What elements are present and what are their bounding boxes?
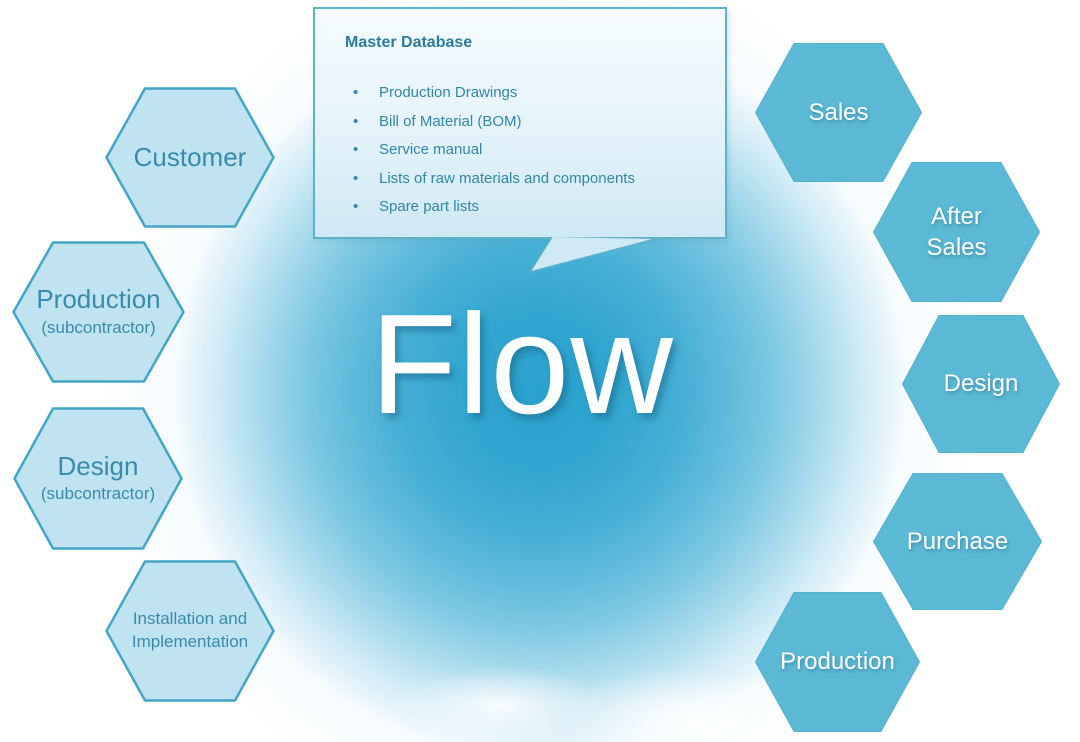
hexagon-label: Purchase [906, 527, 1009, 555]
hexagon-label: After Sales [926, 202, 987, 261]
bullet-icon: • [353, 112, 359, 130]
callout-item: • Lists of raw materials and components [353, 169, 709, 188]
hexagon-label-wrap: Production (subcontractor) [12, 241, 185, 383]
hexagon-label: Sales [808, 98, 869, 126]
hexagon-design: Design [902, 315, 1060, 453]
master-database-callout: Master Database • Production Drawings • … [313, 7, 727, 239]
callout-title: Master Database [345, 34, 473, 51]
hexagon-shape [755, 592, 920, 732]
hexagon-after-sales: After Sales [873, 162, 1040, 302]
hexagon-shape [902, 315, 1060, 453]
callout-item: • Production Drawings [353, 83, 709, 102]
hexagon-label-wrap: Installation and Implementation [105, 560, 275, 702]
callout-item: • Bill of Material (BOM) [353, 112, 709, 131]
callout-item-text: Production Drawings [379, 84, 518, 101]
callout-item-text: Service manual [379, 141, 483, 158]
hexagon-shape [105, 560, 275, 702]
bullet-icon: • [353, 198, 359, 215]
hexagon-label-wrap: Design [902, 315, 1060, 453]
callout-item-text: Lists of raw materials and components [379, 169, 635, 187]
callout-item: • Service manual [353, 140, 709, 159]
hexagon-production: Production [755, 592, 920, 732]
hexagon-label-wrap: Sales [755, 43, 922, 182]
callout-tail [528, 237, 656, 274]
hexagon-customer: Customer [105, 87, 275, 228]
hexagon-label-wrap: After Sales [873, 162, 1040, 302]
hexagon-label-wrap: Design (subcontractor) [13, 407, 183, 550]
callout-list: • Production Drawings • Bill of Material… [353, 83, 709, 226]
hexagon-label: Customer [133, 141, 247, 172]
flow-title: Flow [370, 285, 674, 444]
bullet-icon: • [353, 169, 359, 187]
hexagon-installation-implementation: Installation and Implementation [105, 560, 275, 702]
hexagon-label: Production [36, 284, 161, 314]
hexagon-shape [13, 407, 183, 550]
hexagon-label: Production [780, 648, 895, 676]
hexagon-shape [873, 473, 1042, 610]
hexagon-label: Installation and Implementation [131, 609, 249, 651]
hexagon-sublabel: (subcontractor) [41, 317, 156, 337]
hexagon-sublabel: (subcontractor) [40, 484, 156, 504]
hexagon-label-wrap: Production [755, 592, 920, 732]
bullet-icon: • [353, 84, 359, 101]
bullet-icon: • [353, 141, 359, 158]
hexagon-sales: Sales [755, 43, 922, 182]
callout-item-text: Spare part lists [379, 198, 480, 215]
callout-item-text: Bill of Material (BOM) [379, 112, 522, 130]
hexagon-label-wrap: Purchase [873, 473, 1042, 610]
hexagon-label: Design [943, 370, 1019, 398]
hexagon-design-subcontractor: Design (subcontractor) [13, 407, 183, 550]
hexagon-label: Design [57, 450, 139, 481]
hexagon-label-wrap: Customer [105, 87, 275, 228]
hexagon-production-subcontractor: Production (subcontractor) [12, 241, 185, 383]
hexagon-purchase: Purchase [873, 473, 1042, 610]
callout-item: • Spare part lists [353, 197, 709, 216]
hexagon-shape [105, 87, 275, 228]
hexagon-shape [755, 43, 922, 182]
hexagon-shape [12, 241, 185, 383]
hexagon-shape [873, 162, 1040, 302]
